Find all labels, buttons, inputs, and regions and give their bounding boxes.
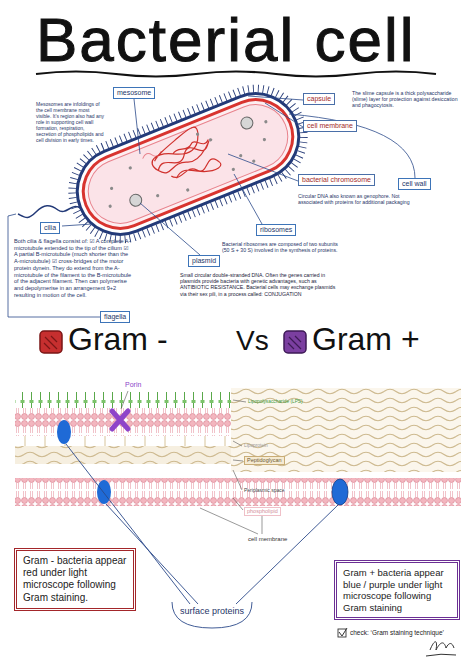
node-text: mesosome bbox=[117, 89, 151, 97]
node-text: Gram + bacteria appear blue / purple und… bbox=[343, 567, 451, 613]
cell-membrane-outline bbox=[79, 95, 298, 233]
leader-lines bbox=[8, 96, 415, 317]
node-text: plasmid bbox=[192, 257, 216, 265]
node-text: capsule bbox=[307, 95, 331, 103]
label-box: cell membrane bbox=[303, 120, 357, 132]
annotation-note: Circular DNA also known as genophore. No… bbox=[298, 193, 423, 205]
outer-membrane bbox=[15, 408, 231, 436]
part-label: Porin bbox=[125, 381, 141, 389]
gram-negative-icon bbox=[40, 331, 62, 353]
part-label: Gram + bbox=[312, 320, 420, 358]
icon-hatching bbox=[44, 336, 57, 349]
label-leaders bbox=[121, 391, 262, 534]
node-text: phospholipid bbox=[247, 508, 278, 515]
checkbox bbox=[338, 629, 346, 637]
lipoprotein-links bbox=[25, 436, 225, 446]
thin-peptidoglycan-band bbox=[15, 446, 231, 464]
plasmid-ring bbox=[128, 192, 144, 208]
node-text: cell membrane bbox=[307, 122, 353, 130]
annotation-note: Bacterial ribosomes are composed of two … bbox=[222, 241, 344, 253]
annotation-note: The slime capsule is a thick polysacchar… bbox=[352, 90, 464, 109]
label-box: Peptidoglycan bbox=[244, 456, 285, 465]
lps-layer bbox=[15, 392, 231, 408]
node-text: Peptidoglycan bbox=[247, 457, 282, 464]
label-box: plasmid bbox=[188, 255, 220, 267]
node-text: cilia bbox=[44, 224, 56, 232]
inner-membrane bbox=[15, 478, 461, 506]
label-box: phospholipid bbox=[244, 507, 281, 516]
thin-peptidoglycan bbox=[15, 446, 231, 464]
note-box: Gram + bacteria appear blue / purple und… bbox=[334, 560, 460, 620]
node-text: flagella bbox=[104, 313, 126, 321]
node-text: bacterial chromosome bbox=[302, 176, 371, 184]
checkmark bbox=[339, 628, 347, 636]
node-text: ribosomes bbox=[260, 226, 292, 234]
thick-peptidoglycan-band bbox=[231, 388, 461, 472]
flagellum bbox=[18, 206, 80, 218]
porin-symbol bbox=[112, 411, 128, 429]
cell-wall-outline bbox=[72, 88, 304, 239]
note-box: Gram - bacteria appear red under light m… bbox=[14, 548, 136, 611]
part-label: Lipopolysaccharide (LPS) bbox=[248, 399, 303, 405]
label-box: cell wall bbox=[398, 178, 431, 190]
part-label: Periplasmic space bbox=[244, 487, 285, 493]
part-label: Gram - bbox=[68, 320, 168, 358]
part-label: Vs bbox=[236, 324, 269, 358]
label-box: cilia bbox=[40, 222, 60, 234]
label-box: mesosome bbox=[113, 87, 155, 99]
label-box: capsule bbox=[303, 93, 335, 105]
icon-hatching bbox=[288, 336, 301, 349]
chromosome bbox=[145, 123, 222, 191]
label-box: flagella bbox=[100, 311, 130, 323]
part-label: check: ‘Gram staining technique’ bbox=[350, 629, 444, 637]
plasmid-ring bbox=[239, 115, 255, 131]
surface-protein bbox=[332, 479, 348, 505]
annotation-note: Mesosomes are infoldings of the cell mem… bbox=[36, 101, 106, 143]
signature bbox=[426, 642, 456, 656]
label-box: bacterial chromosome bbox=[298, 174, 375, 186]
part-label: cell membrane bbox=[248, 536, 287, 543]
surface-protein bbox=[97, 480, 111, 504]
node-text: cell wall bbox=[402, 180, 427, 188]
gram-positive-icon bbox=[284, 331, 306, 353]
annotation-note: Small circular double-stranded DNA. Ofte… bbox=[180, 272, 340, 297]
diagram-title: Bacterial cell bbox=[36, 6, 415, 74]
node-text: Gram - bacteria appear red under light m… bbox=[23, 555, 127, 604]
label-box: ribosomes bbox=[256, 224, 296, 236]
thick-peptidoglycan bbox=[231, 388, 461, 472]
part-label: Lipoprotein bbox=[244, 443, 268, 449]
surface-protein bbox=[57, 420, 71, 444]
annotation-note: Both cilia & flagella consist of: ☑ A co… bbox=[14, 238, 132, 298]
part-label: surface proteins bbox=[180, 606, 244, 617]
capsule-outline bbox=[64, 81, 311, 248]
